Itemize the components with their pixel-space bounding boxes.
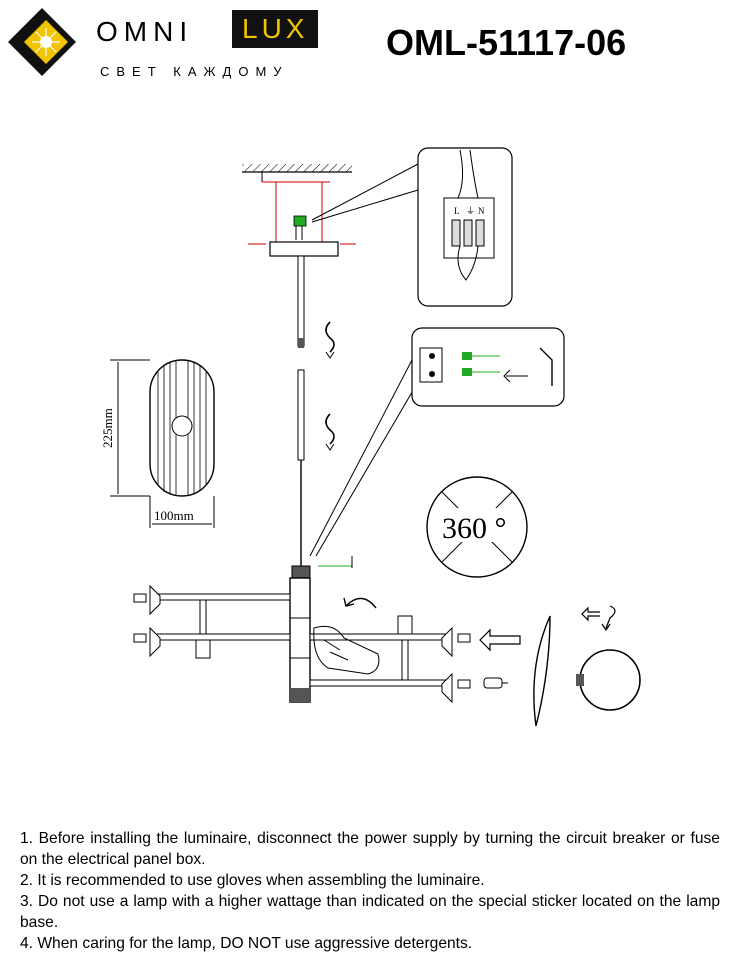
twist-lock-icon [581,605,616,632]
header: OMNI LUX СВЕТ КАЖДОМУ OML-51117-06 [0,0,730,90]
rod-joint-detail [309,327,565,557]
model-number: OML-51117-06 [386,22,627,63]
terminal-block-detail: L ⏚ N [311,147,513,307]
bulb-icon [483,677,508,689]
shade-dimensions: 225mm 100mm [100,359,215,528]
upper-rod [297,255,305,348]
terminal-label-l: L [454,206,460,216]
lamp-arms [155,593,447,687]
brand-name-lux: LUX [232,10,319,48]
bulb-holders [133,584,471,704]
hand-assembly-icon [313,625,380,675]
shade-front-view [576,649,641,711]
dimension-width-label: 100mm [154,508,194,523]
instruction-item: 1. Before installing the luminaire, disc… [20,830,720,868]
instruction-item: 2. It is recommended to use gloves when … [20,872,485,889]
turn-arrow-icon [343,597,377,609]
assembly-diagram: L ⏚ N 225mm [100,147,641,727]
instruction-item: 4. When caring for the lamp, DO NOT use … [20,935,473,952]
rotation-360-icon: 360 ° [426,476,528,578]
safety-instructions: 1. Before installing the luminaire, disc… [20,828,720,954]
dimension-height-label: 225mm [100,408,115,448]
instruction-item: 3. Do not use a lamp with a higher watta… [20,893,720,931]
rotation-arrow-icon [325,321,335,359]
rotation-label: 360 ° [442,512,507,545]
terminal-label-ground: ⏚ [466,206,475,216]
insert-arrow-icon [479,628,521,652]
shade-side-view [533,615,551,727]
omnilux-logo-icon [8,8,76,76]
rotation-arrow-icon-2 [325,413,335,451]
brand-tagline: СВЕТ КАЖДОМУ [100,64,289,79]
terminal-label-n: N [478,206,485,216]
ceiling-mount [242,164,356,257]
lower-rod [297,369,305,566]
brand-name-omni: OMNI [96,16,194,47]
